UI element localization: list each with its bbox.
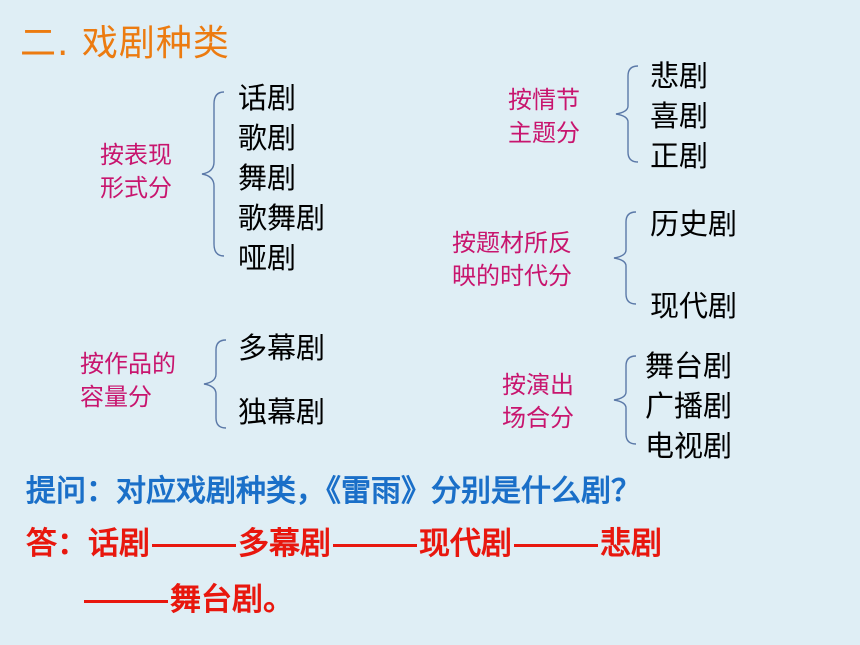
list-item: 历史剧 bbox=[650, 207, 738, 241]
list-item: 现代剧 bbox=[650, 289, 738, 323]
category-label-venue: 按演出 场合分 bbox=[502, 369, 574, 435]
dash-separator bbox=[333, 544, 417, 547]
list-item: 歌剧 bbox=[238, 121, 297, 155]
answer-part: 舞台剧。 bbox=[170, 582, 294, 618]
answer-continuation: 舞台剧。 bbox=[82, 574, 294, 619]
brace-icon bbox=[615, 65, 639, 163]
answer-part: 悲剧 bbox=[600, 526, 662, 562]
list-item: 广播剧 bbox=[645, 389, 733, 423]
category-label-line: 主题分 bbox=[508, 119, 580, 147]
list-item: 正剧 bbox=[650, 139, 709, 173]
category-label-form: 按表现 形式分 bbox=[100, 139, 172, 205]
dash-separator bbox=[514, 544, 598, 547]
list-item: 舞剧 bbox=[238, 161, 297, 195]
answer-part: 现代剧 bbox=[419, 526, 512, 562]
category-label-line: 按表现 bbox=[100, 141, 172, 169]
category-label-line: 场合分 bbox=[502, 404, 574, 432]
list-item: 独幕剧 bbox=[238, 395, 326, 429]
list-item: 歌舞剧 bbox=[238, 201, 326, 235]
brace-icon bbox=[201, 91, 225, 257]
brace-icon bbox=[613, 355, 637, 445]
list-item: 悲剧 bbox=[650, 59, 709, 93]
brace-icon bbox=[613, 211, 637, 305]
category-label-line: 形式分 bbox=[100, 174, 172, 202]
list-item: 话剧 bbox=[238, 81, 297, 115]
category-label-line: 按演出 bbox=[502, 371, 574, 399]
category-label-line: 按题材所反 bbox=[452, 229, 572, 257]
category-items-form: 话剧 歌剧 舞剧 歌舞剧 哑剧 bbox=[238, 78, 325, 278]
category-label-era: 按题材所反 映的时代分 bbox=[452, 227, 572, 293]
dash-separator bbox=[152, 544, 236, 547]
category-items-era: 历史剧 现代剧 bbox=[650, 204, 737, 326]
category-label-line: 按作品的 bbox=[80, 350, 176, 378]
question-text: 提问：对应戏剧种类，《雷雨》分别是什么剧？ bbox=[26, 474, 641, 509]
category-items-capacity: 多幕剧 独幕剧 bbox=[238, 328, 325, 432]
category-label-line: 按情节 bbox=[508, 86, 580, 114]
answer-prefix: 答： bbox=[26, 526, 88, 562]
dash-separator bbox=[84, 600, 168, 603]
answer-part: 多幕剧 bbox=[238, 526, 331, 562]
list-item: 舞台剧 bbox=[645, 349, 733, 383]
slide-title: 二. 戏剧种类 bbox=[20, 23, 230, 64]
answer-text: 答：话剧 多幕剧 现代剧 悲剧 bbox=[26, 518, 662, 563]
category-items-theme: 悲剧 喜剧 正剧 bbox=[650, 56, 708, 176]
list-item: 多幕剧 bbox=[238, 331, 326, 365]
category-label-theme: 按情节 主题分 bbox=[508, 84, 580, 150]
category-items-venue: 舞台剧 广播剧 电视剧 bbox=[645, 346, 732, 466]
category-label-capacity: 按作品的 容量分 bbox=[80, 348, 176, 414]
category-label-line: 容量分 bbox=[80, 383, 152, 411]
list-item: 喜剧 bbox=[650, 99, 709, 133]
list-item: 哑剧 bbox=[238, 241, 297, 275]
category-label-line: 映的时代分 bbox=[452, 262, 572, 290]
brace-icon bbox=[203, 339, 227, 429]
answer-part: 话剧 bbox=[88, 526, 150, 562]
list-item: 电视剧 bbox=[645, 429, 733, 463]
